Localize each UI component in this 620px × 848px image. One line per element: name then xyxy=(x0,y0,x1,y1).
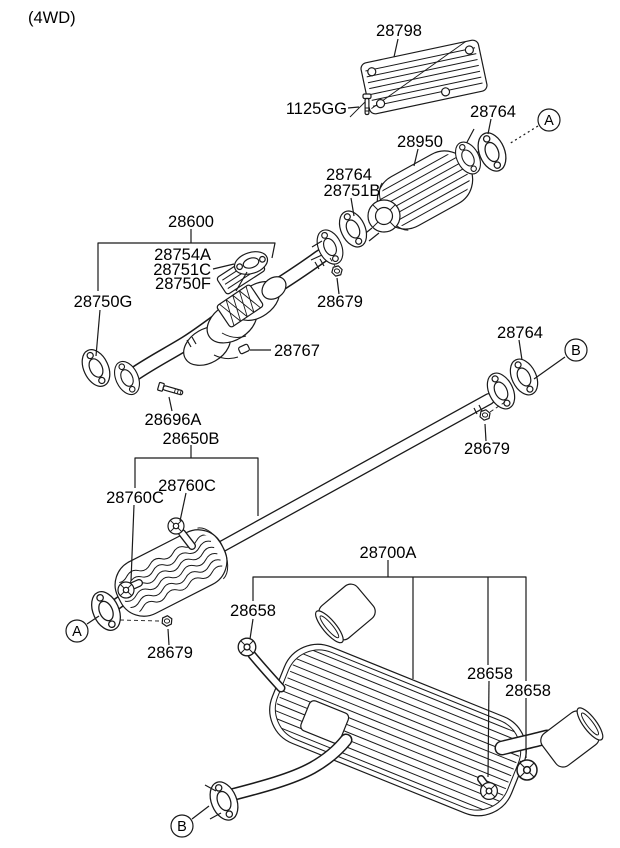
nut-left-shape xyxy=(161,614,173,628)
part-label-28679-left: 28679 xyxy=(147,644,193,662)
rear-muffler-flange-shape xyxy=(204,777,244,825)
heat-protector-shape xyxy=(360,39,488,115)
view-marker-a-left: A xyxy=(65,619,89,643)
part-label-28950: 28950 xyxy=(397,133,443,151)
stud-axis-dash-right xyxy=(489,401,506,413)
hanger-rear-front-shape xyxy=(237,637,286,693)
part-label-28754a: 28754A xyxy=(154,246,211,264)
gasket-front-pipe-shape xyxy=(233,251,269,275)
view-marker-a-top-letter: A xyxy=(544,113,554,129)
clamp-shape xyxy=(238,343,250,355)
nut-right-shape xyxy=(478,408,492,422)
view-marker-a-left-letter: A xyxy=(72,624,82,640)
bracket-lines xyxy=(97,229,527,681)
part-label-28650b: 28650B xyxy=(163,430,220,448)
middle-pipe-shape xyxy=(215,393,495,553)
part-label-28679-top: 28679 xyxy=(317,293,363,311)
stud-axis-dash-left xyxy=(119,619,160,622)
hanger-center-left-shape xyxy=(117,579,143,599)
view-marker-b-bottom: B xyxy=(170,814,194,838)
part-label-28798: 28798 xyxy=(376,22,422,40)
part-label-28750g: 28750G xyxy=(74,293,133,311)
view-marker-b-right-letter: B xyxy=(571,343,581,359)
part-label-28750f: 28750F xyxy=(155,275,211,293)
part-label-28760c-upper: 28760C xyxy=(158,477,216,495)
part-label-28764-right: 28764 xyxy=(497,324,543,342)
part-label-28679-right: 28679 xyxy=(464,440,510,458)
leader-lines xyxy=(86,38,566,820)
part-label-28764-top: 28764 xyxy=(470,103,516,121)
hanger-rear-right-shape xyxy=(516,759,538,781)
hanger-rear-mid-shape xyxy=(477,775,499,801)
part-label-28700a: 28700A xyxy=(360,544,417,562)
bolt-front-shape xyxy=(157,381,184,396)
stud-axis-dash-top xyxy=(329,257,336,267)
part-label-28767: 28767 xyxy=(274,342,320,360)
part-label-28658-mid: 28658 xyxy=(467,665,513,683)
part-label-28751b: 28751B xyxy=(324,182,381,200)
front-pipe-upper-flange-studs xyxy=(310,240,323,261)
part-label-28760c-left: 28760C xyxy=(106,489,164,507)
nut-top-shape xyxy=(330,264,344,278)
part-label-28696a: 28696A xyxy=(145,411,202,429)
rear-muffler-shape xyxy=(224,583,604,817)
heat-protector-crease-line xyxy=(349,100,367,118)
part-label-28600: 28600 xyxy=(168,213,214,231)
part-label-28658-rear: 28658 xyxy=(505,682,551,700)
view-marker-b-bottom-letter: B xyxy=(177,819,187,835)
view-marker-a-top: A xyxy=(537,108,561,132)
drivetrain-note: (4WD) xyxy=(28,9,76,27)
part-label-28658-front: 28658 xyxy=(230,602,276,620)
part-label-28751c: 28751C xyxy=(153,261,211,279)
rear-muffler-flange-studs xyxy=(204,784,222,820)
hanger-center-upper-shape xyxy=(167,517,196,550)
part-label-28764-mid: 28764 xyxy=(326,166,372,184)
heat-protector-bolt-shape xyxy=(362,93,372,116)
view-marker-b-right: B xyxy=(564,338,588,362)
part-label-1125gg: 1125GG xyxy=(286,100,347,118)
center-muffler-shape xyxy=(108,527,229,617)
